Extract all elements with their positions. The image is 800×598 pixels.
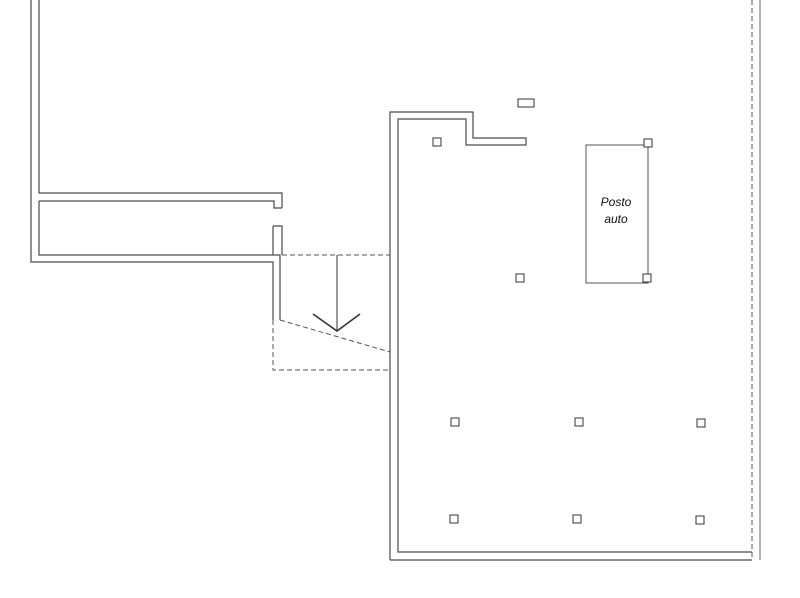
pillar [450,417,460,427]
pillar [515,273,525,283]
wall-niche [517,98,535,108]
parking-label-line1: Posto [601,195,632,209]
parking-label-line2: auto [604,212,628,226]
ramp-direction-arrow [312,255,361,332]
pillars [432,137,706,525]
pillar [574,417,584,427]
garage-walls [389,0,761,561]
pillar [572,514,582,524]
pillar [432,137,442,147]
pillar [695,515,705,525]
pillar [696,418,706,428]
left-building-walls [30,0,283,320]
parking-space: Posto auto [585,138,653,284]
pillar [449,514,459,524]
ramp-area [272,254,391,371]
